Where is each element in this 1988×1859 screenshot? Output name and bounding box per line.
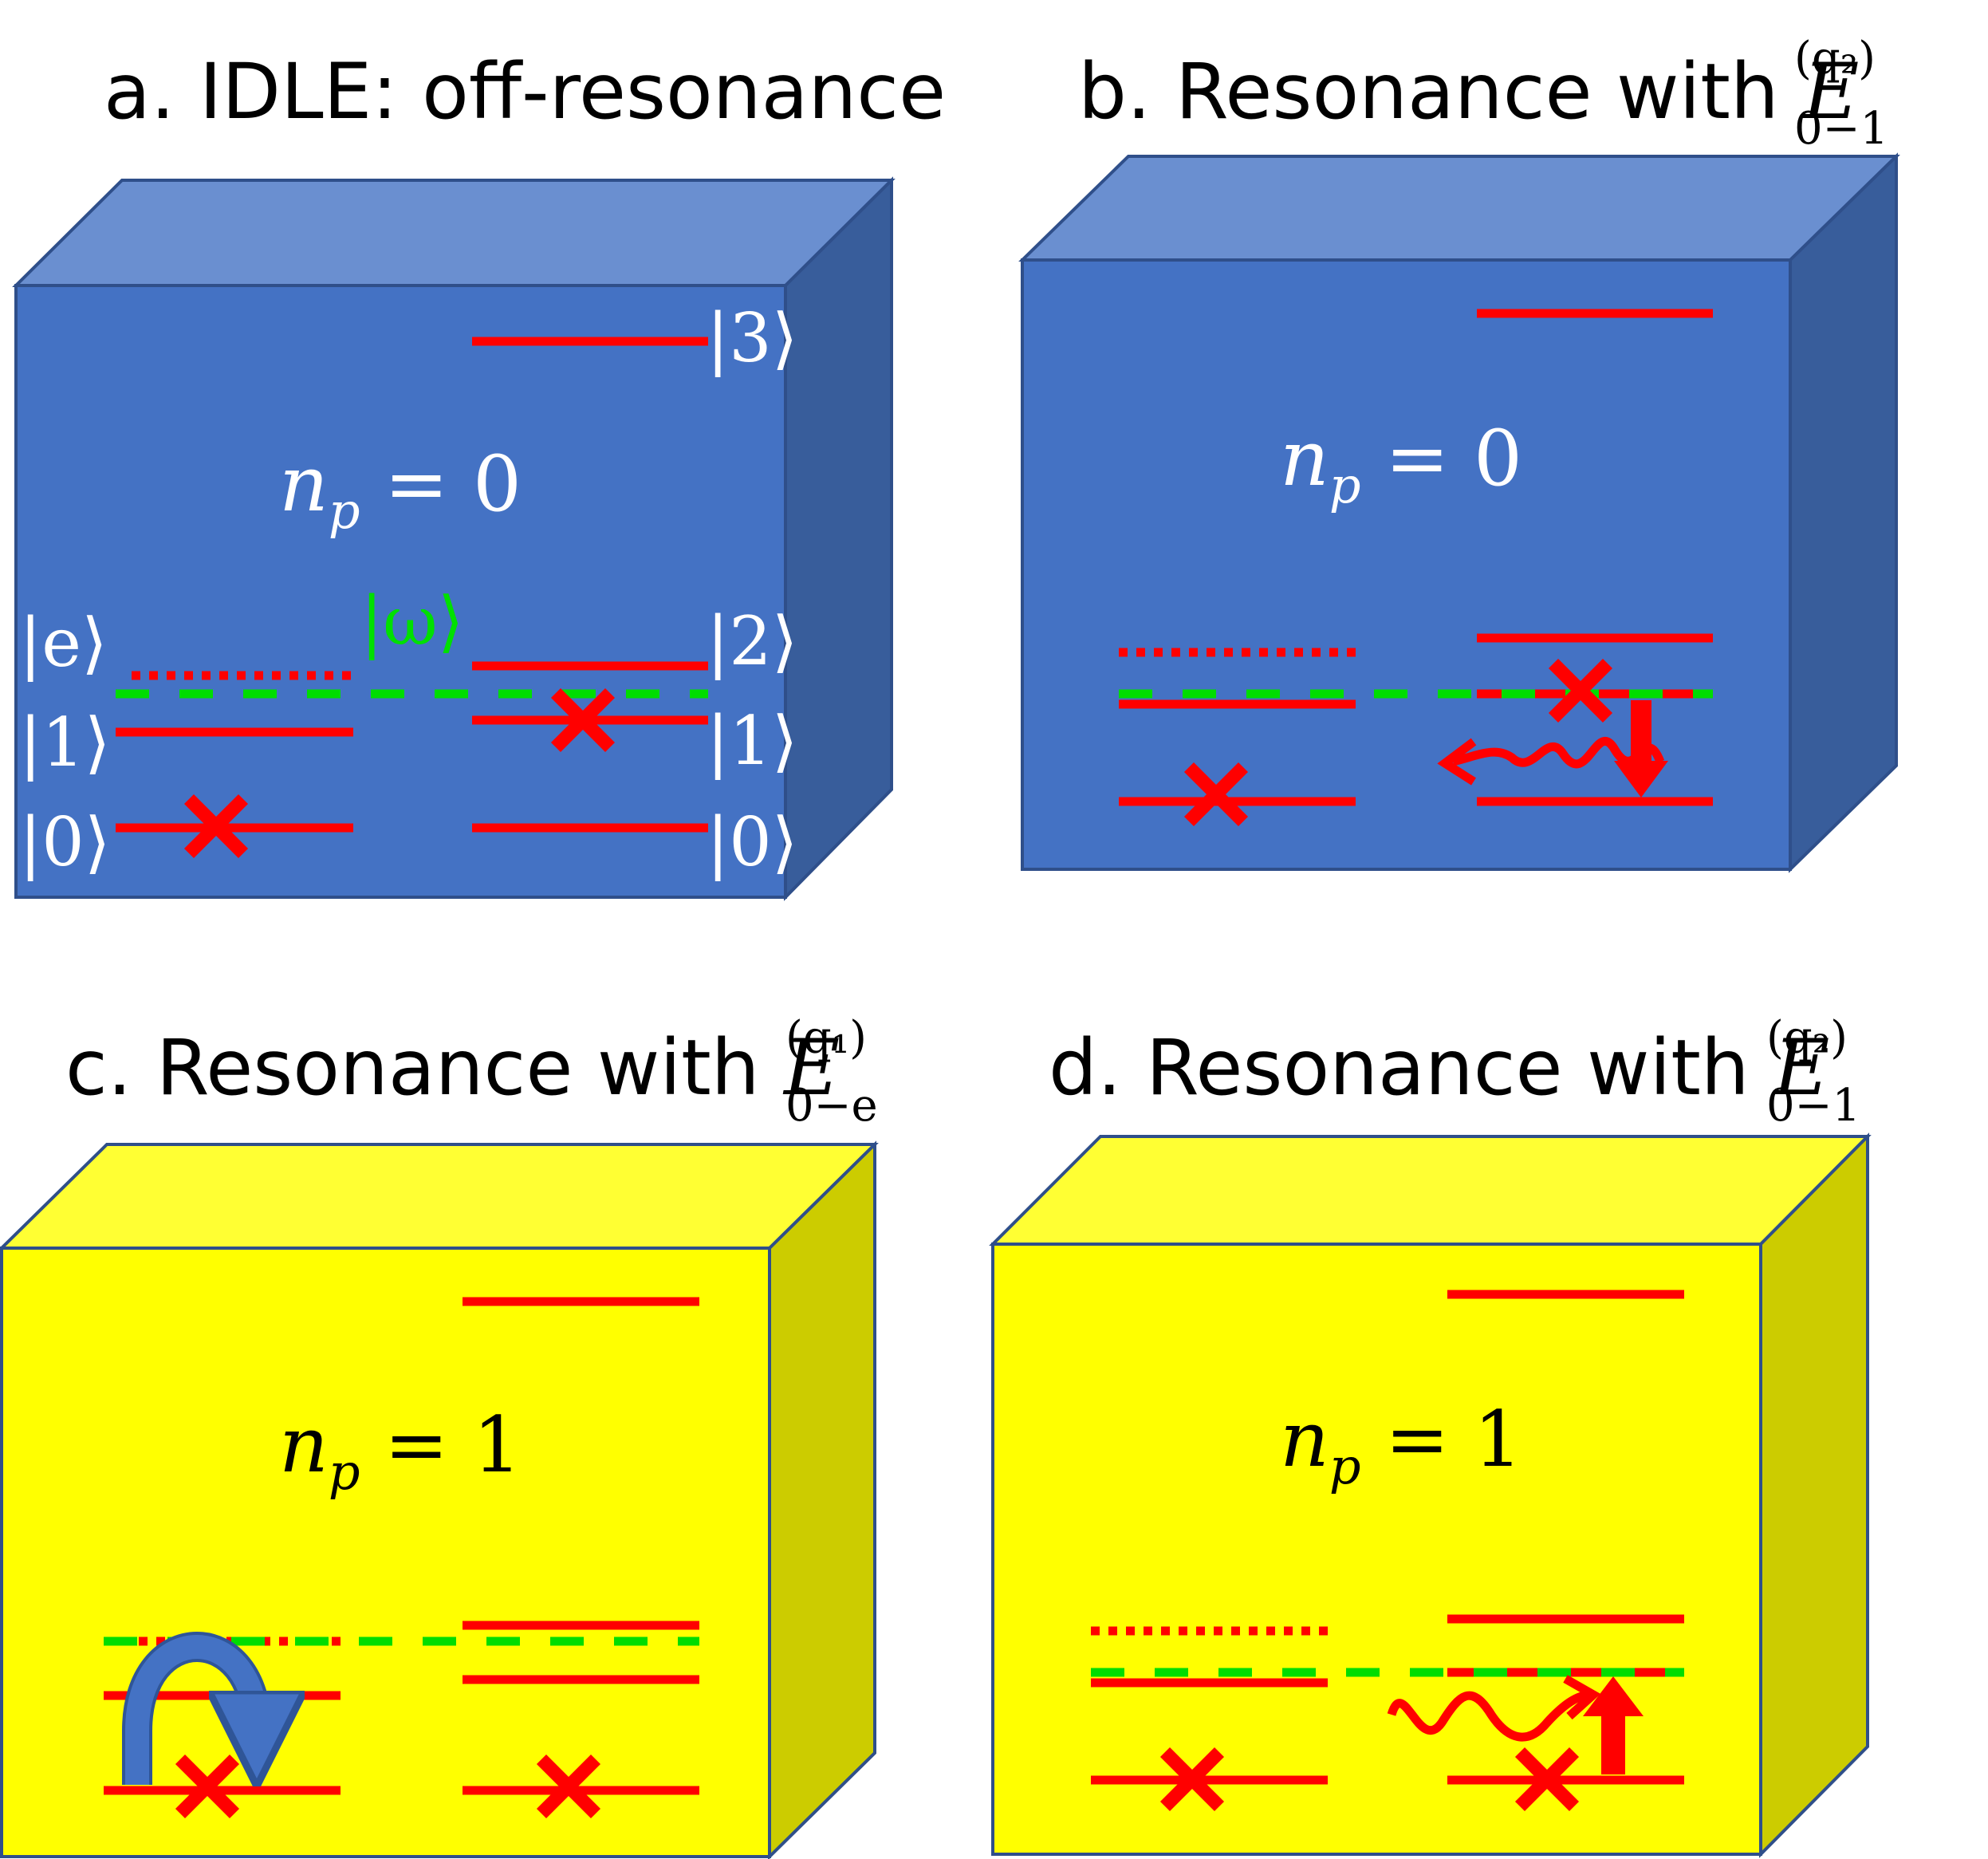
panel-a-ket-0-left: |0⟩ <box>19 803 111 881</box>
panel-d-title-subscript: 0−1 <box>1766 1080 1860 1132</box>
panel-c: c. Resonance with E (q₁) 0−e np = 1 <box>0 1012 879 1859</box>
panel-a-ket-e: |e⟩ <box>19 604 108 682</box>
panel-b-box-side <box>1789 152 1898 873</box>
panel-d: d. Resonance with E (q₂) 0−1 np = 1 <box>989 1012 1872 1858</box>
panel-a-ket-1-right: |1⟩ <box>707 702 798 780</box>
panel-d-box-side <box>1759 1132 1869 1858</box>
panel-b-left-population-mark <box>1183 762 1249 827</box>
panel-c-box-side <box>768 1140 876 1859</box>
panel-a-box-front <box>14 284 787 899</box>
panel-d-box-front <box>991 1243 1762 1856</box>
panel-a-resonance-label: |ω⟩ <box>360 582 464 660</box>
panel-d-box <box>989 1132 1872 1858</box>
panel-a-box-top <box>12 179 896 287</box>
panel-d-right-population-mark <box>1514 1747 1580 1812</box>
panel-b-emitted-photon-wave <box>1437 737 1665 786</box>
panel-d-left-population-mark <box>1159 1747 1225 1812</box>
panel-a-title: a. IDLE: off-resonance <box>104 47 946 136</box>
panel-a-left-population-mark <box>183 794 249 859</box>
panel-a: a. IDLE: off-resonance np = 0 |e⟩ |1⟩ |0… <box>12 47 946 901</box>
panel-c-box-top <box>0 1143 879 1250</box>
panel-b-photon-number: np = 0 <box>1280 414 1522 514</box>
panel-b-box-top <box>1018 155 1900 262</box>
panel-b-title: b. Resonance with E <box>1078 47 1859 136</box>
panel-d-title: d. Resonance with E <box>1049 1023 1829 1113</box>
panel-b: b. Resonance with E (q₂) 0−1 np = 0 <box>1018 33 1900 873</box>
panel-b-right-population-mark <box>1548 658 1613 723</box>
panel-a-photon-number: np = 0 <box>279 439 522 540</box>
panel-d-absorption-arrow <box>1583 1676 1644 1774</box>
panel-c-photon-number: np = 1 <box>279 1400 522 1501</box>
panel-b-box-front <box>1021 258 1792 871</box>
panel-a-ket-2: |2⟩ <box>707 602 798 680</box>
panel-b-title-subscript: 0−1 <box>1794 103 1888 155</box>
panel-c-title-subscript: 0−e <box>785 1080 878 1132</box>
panel-d-box-top <box>989 1135 1872 1246</box>
panel-c-right-population-mark <box>536 1754 601 1819</box>
panel-c-excitation-arrow <box>122 1632 257 1785</box>
panel-d-absorbed-photon-wave <box>1387 1675 1601 1742</box>
panel-a-right-population-mark <box>550 687 616 753</box>
panel-a-ket-3: |3⟩ <box>707 299 798 377</box>
panel-a-box-side <box>784 176 893 901</box>
panel-a-box <box>12 176 896 901</box>
panel-a-ket-0-right: |0⟩ <box>707 803 798 881</box>
panel-c-box-front <box>0 1247 771 1858</box>
panel-d-photon-number: np = 1 <box>1280 1395 1522 1495</box>
panel-a-ket-1-left: |1⟩ <box>19 703 111 782</box>
panel-b-title-superscript: (q₂) <box>1794 33 1876 85</box>
panel-d-title-superscript: (q₂) <box>1766 1012 1848 1064</box>
panel-c-title-superscript: (q₁) <box>785 1012 867 1064</box>
panel-c-title: c. Resonance with E <box>65 1023 840 1113</box>
